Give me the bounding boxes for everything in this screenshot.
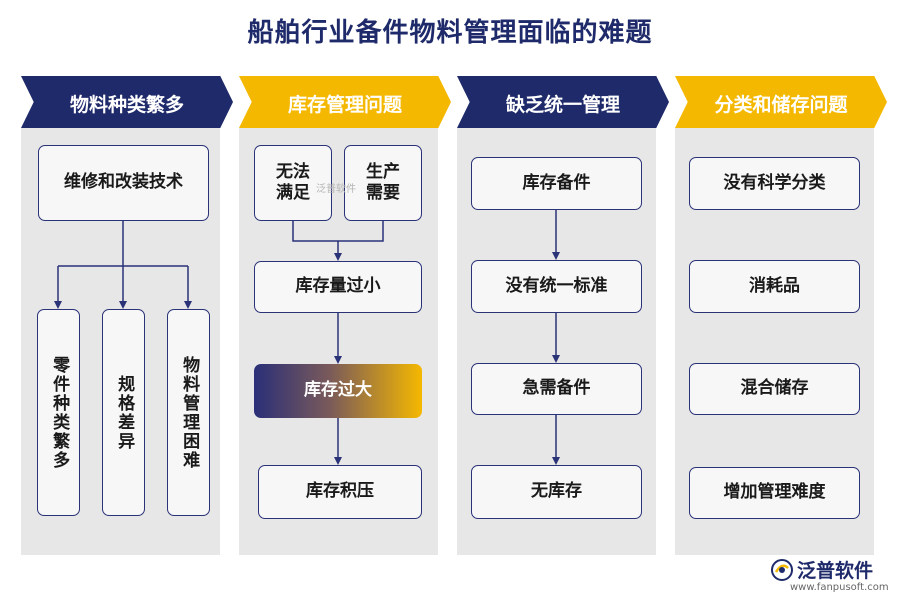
col3-step-box-3: 急需备件 [471,363,642,415]
col2-cause-box-b: 生产需要 [344,145,422,221]
col1-child-box-1: 零件种类繁多 [37,309,80,516]
page-title: 船舶行业备件物料管理面临的难题 [247,18,653,48]
column-header-2-label: 库存管理问题 [287,93,402,116]
column-header-1-label: 物料种类繁多 [69,93,184,116]
col2-step-box-2-highlight: 库存过大 [254,364,422,418]
column-header-2: 库存管理问题 [239,76,451,128]
col4-item-box-2: 消耗品 [689,260,860,313]
col1-child-box-2: 规格差异 [102,309,145,516]
column-header-1: 物料种类繁多 [21,76,233,128]
watermark-text: 泛普软件 [316,184,356,195]
col2-cause-box-a: 无法满足 [254,145,332,221]
col1-top-box: 维修和改装技术 [38,145,209,221]
column-header-4-label: 分类和储存问题 [714,93,848,116]
col4-item-box-1: 没有科学分类 [689,157,860,210]
col1-child-box-3: 物料管理困难 [167,309,210,516]
column-header-3-label: 缺乏统一管理 [505,93,620,116]
col3-step-box-1: 库存备件 [471,157,642,210]
brand-logo-url: www.fanpusoft.com [790,582,889,593]
col2-step-box-3: 库存积压 [258,465,422,519]
col2-step-box-1: 库存量过小 [254,261,422,313]
brand-logo-icon [771,558,793,581]
col4-item-box-4: 增加管理难度 [689,467,860,519]
column-header-4: 分类和储存问题 [675,76,887,128]
brand-logo-name: 泛普软件 [797,560,874,582]
brand-logo: 泛普软件 [770,556,873,583]
col3-step-box-2: 没有统一标准 [471,260,642,313]
col4-item-box-3: 混合储存 [689,363,860,415]
column-header-3: 缺乏统一管理 [457,76,669,128]
col3-step-box-4: 无库存 [471,465,642,519]
